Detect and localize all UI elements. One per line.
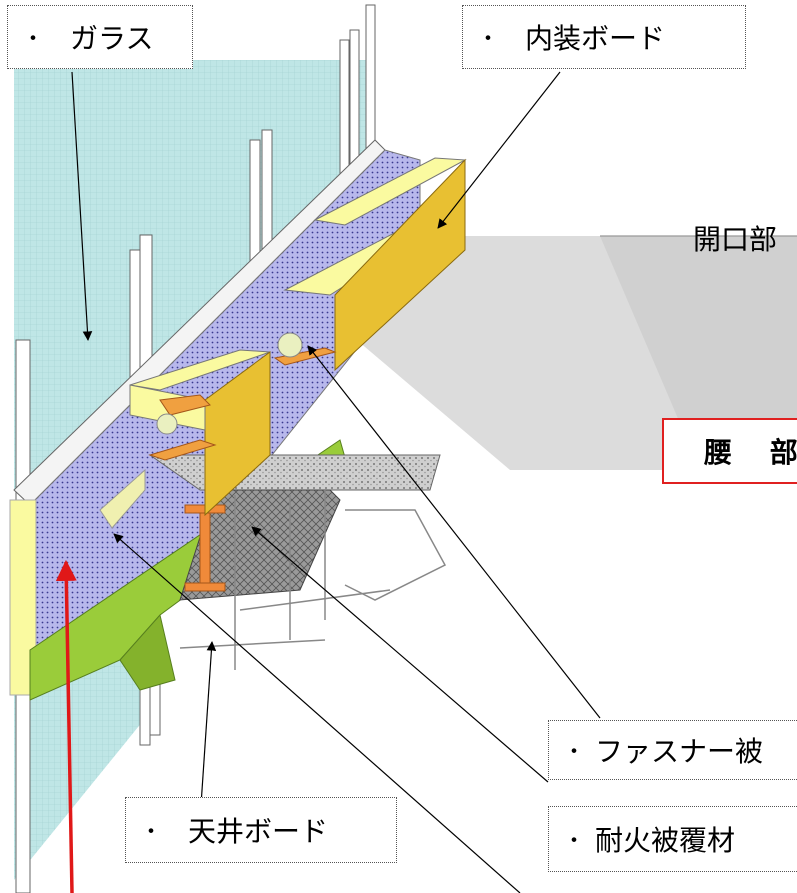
label-ceiling-board: ・ 天井ボード <box>125 797 397 863</box>
upper-board-side <box>334 158 466 372</box>
label-ceiling-board-text: 天井ボード <box>188 815 329 848</box>
label-interior-board-text: 内装ボード <box>525 22 666 55</box>
fastener-bolt <box>277 332 303 358</box>
label-glass-text: ガラス <box>70 22 154 55</box>
label-spandrel: 腰 部 <box>662 418 797 484</box>
label-glass: ・ ガラス <box>7 5 193 69</box>
green-edge-fold <box>119 613 176 691</box>
slab-shadow <box>600 236 797 470</box>
leader-lines <box>71 71 797 893</box>
glass-panel <box>14 60 375 490</box>
label-fireproof: ・ 耐火被覆材 <box>548 806 797 872</box>
fastener-bolt-lower <box>156 413 178 435</box>
ceiling-frame <box>179 490 447 670</box>
lower-board-side <box>204 351 271 517</box>
label-fastener: ・ ファスナー被 <box>548 720 797 780</box>
label-fastener-text: ファスナー被 <box>595 735 764 768</box>
fastener-plates <box>148 347 337 461</box>
label-fireproof-text: 耐火被覆材 <box>595 824 736 857</box>
fireproof-block <box>179 489 341 601</box>
slab-edge <box>148 454 441 491</box>
label-interior-board: ・ 内装ボード <box>462 5 746 69</box>
fire-seal-strip <box>99 468 146 529</box>
red-arrow <box>55 559 77 893</box>
label-opening: 開口部 <box>693 223 778 256</box>
